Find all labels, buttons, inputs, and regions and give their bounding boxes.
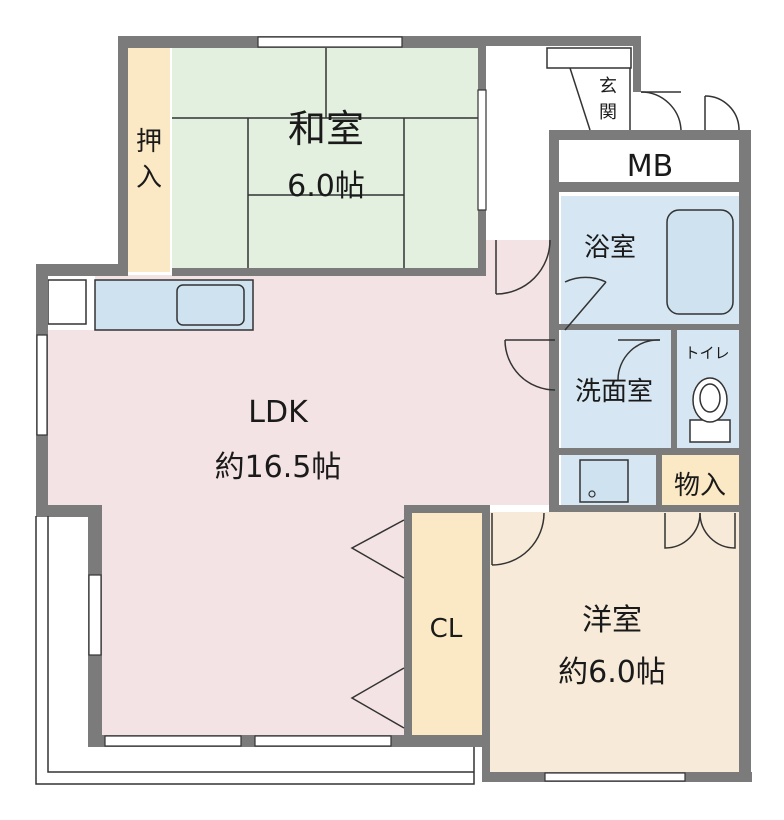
tatami-lines xyxy=(172,48,478,272)
ldk-size: 約16.5帖 xyxy=(215,450,342,485)
senmenjo-floor xyxy=(561,330,671,448)
senmenjo-name: 洗面室 xyxy=(575,377,653,407)
washer-drain xyxy=(588,490,596,498)
ldk-floor xyxy=(48,240,555,735)
washer-pan xyxy=(579,459,629,503)
yokushitsu-name: 浴室 xyxy=(584,233,636,263)
entrance xyxy=(546,47,740,131)
mb-name: MB xyxy=(627,149,673,184)
balcony xyxy=(35,516,475,785)
washitsu-floor xyxy=(172,48,478,272)
yoshitsu-name: 洋室 xyxy=(582,603,642,638)
cl-floor xyxy=(412,513,482,735)
ldk-name: LDK xyxy=(248,395,309,430)
bathtub xyxy=(666,209,734,315)
oshiire-floor xyxy=(128,48,170,272)
toilet-fixture xyxy=(689,377,731,443)
yoshitsu-floor xyxy=(486,512,739,772)
monoire-floor xyxy=(662,455,739,505)
washitsu-size: 6.0帖 xyxy=(287,169,365,204)
genkan-name-2: 関 xyxy=(599,102,617,123)
oshiire-name-2: 入 xyxy=(136,163,162,193)
fridge-space xyxy=(47,279,87,325)
yoshitsu-size: 約6.0帖 xyxy=(558,655,666,690)
kitchen-sink xyxy=(176,284,245,326)
toilet-name: トイレ xyxy=(684,344,729,362)
genkan-name-1: 玄 xyxy=(599,76,617,97)
windows xyxy=(36,36,686,782)
washitsu-name: 和室 xyxy=(288,107,364,151)
cl-name: CL xyxy=(430,614,463,644)
doors xyxy=(350,239,736,729)
monoire-name: 物入 xyxy=(674,471,726,501)
oshiire-name-1: 押 xyxy=(136,127,162,157)
